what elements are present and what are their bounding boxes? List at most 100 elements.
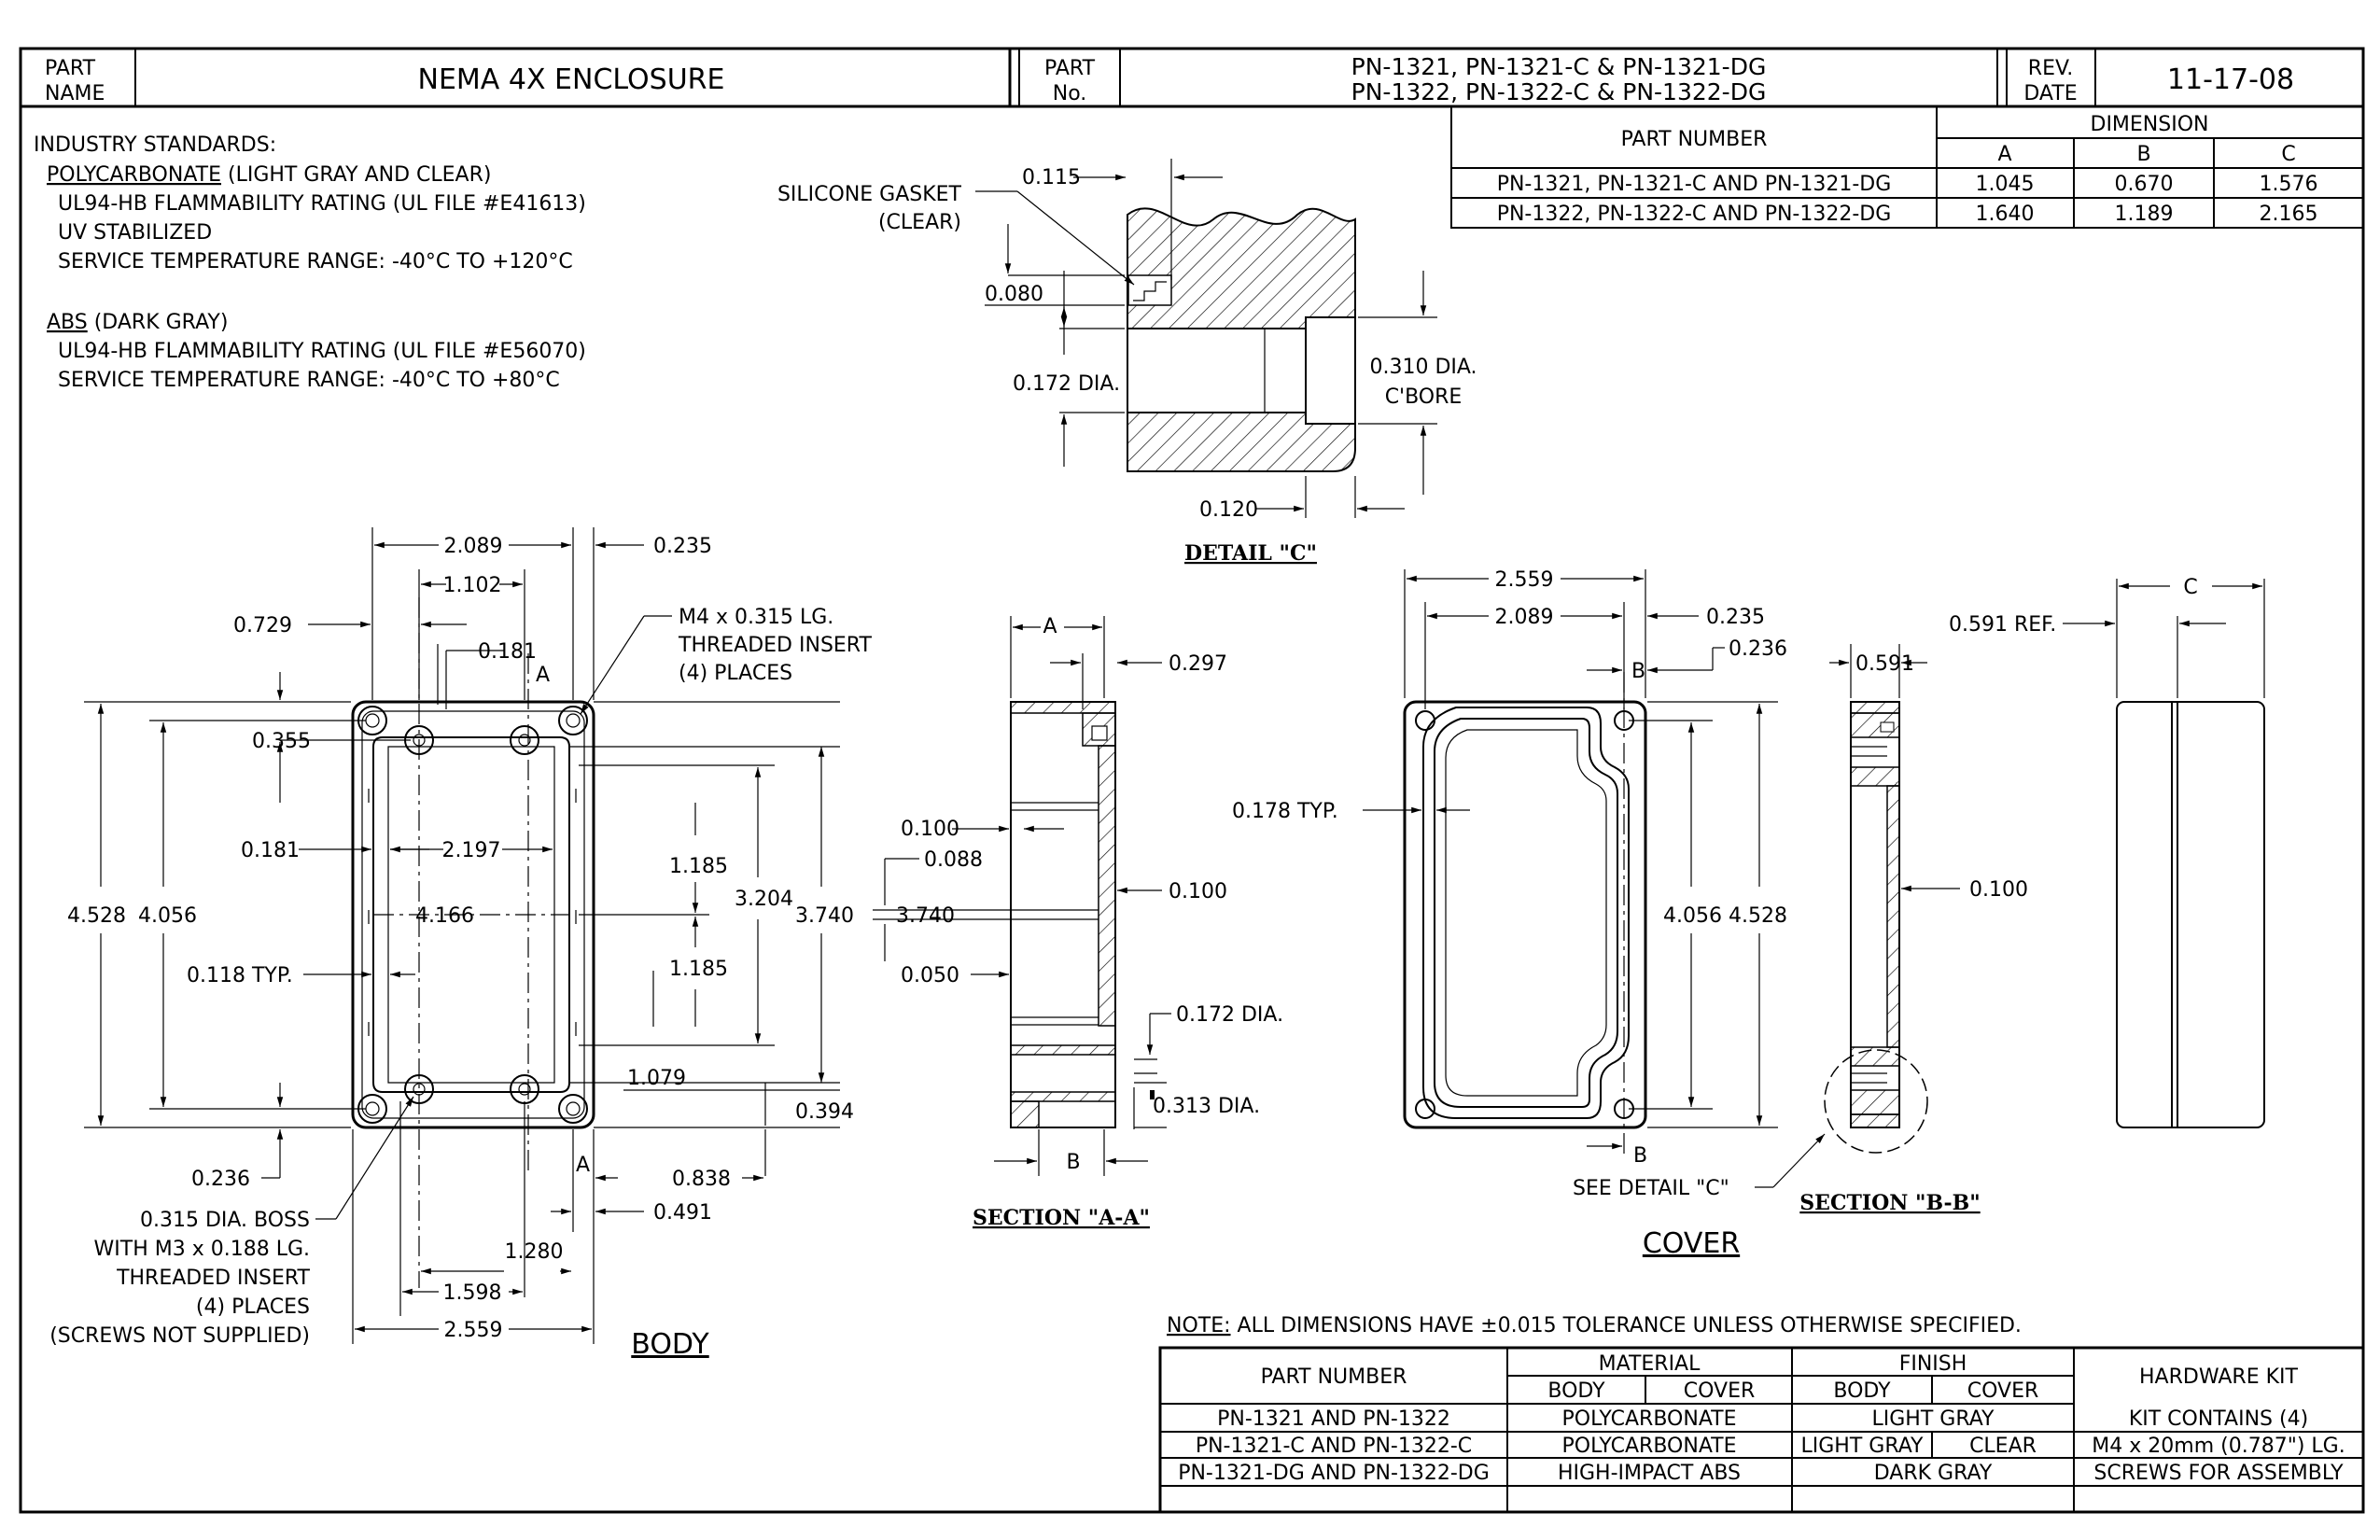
detail-c-bore [1128,329,1306,413]
body-dim-1079: 1.079 [627,1067,686,1090]
mat-sub-body-1: BODY [1547,1379,1605,1403]
section-a-a: A 0.297 0.100 0.088 3.740 0.050 0.100 0.… [873,615,1283,1230]
mat-sub-cover-2: COVER [1967,1379,2039,1403]
body-dim-4166: 4.166 [415,904,474,928]
cover-gasket-inner [1434,718,1618,1108]
tolerance-note: NOTE: ALL DIMENSIONS HAVE ±0.015 TOLERAN… [1167,1314,2022,1337]
body-dim-0491: 0.491 [653,1201,712,1225]
mat-row-3-hardware: SCREWS FOR ASSEMBLY [2093,1462,2344,1485]
section-bb-dim-0591: 0.591 [1855,652,1914,676]
mat-table-hardware-header: HARDWARE KIT [2139,1365,2299,1389]
mat-row-2-hardware: M4 x 20mm (0.787") LG. [2092,1435,2345,1458]
cover-dim-4056: 4.056 [1663,904,1722,928]
side-view-dim-0591-ref: 0.591 REF. [1949,613,2056,637]
standards-heading: INDUSTRY STANDARDS: [34,133,276,157]
dim-row-1-part: PN-1321, PN-1321-C AND PN-1321-DG [1497,173,1892,196]
section-aa-dim-0100-top: 0.100 [901,818,959,841]
dimension-table: PART NUMBER DIMENSION A B C PN-1321, PN-… [1450,105,2364,229]
abs-name: ABS [47,311,88,334]
detail-c-dim-0310: 0.310 DIA. [1369,356,1477,379]
body-boss-tr [510,725,539,755]
body-dim-1598: 1.598 [443,1281,502,1305]
section-aa-dim-0740-ref: 3.740 [896,904,955,928]
section-aa-dim-b: B [1066,1151,1080,1174]
part-name-label-1: PART [45,57,96,80]
dim-row-1-b: 0.670 [2115,173,2174,196]
detail-c-counterbore [1305,316,1356,425]
mat-table-part-header: PART NUMBER [1261,1365,1407,1389]
body-dim-0236: 0.236 [191,1168,250,1191]
note-label: NOTE: [1167,1314,1231,1337]
dim-col-a: A [1997,143,2011,166]
cover-hole-tl [1415,710,1435,731]
mat-sub-body-2: BODY [1833,1379,1891,1403]
body-dim-0355: 0.355 [252,730,311,753]
body-section-a-top: A [536,664,550,687]
body-dim-0181-left: 0.181 [241,839,300,862]
cover-title: COVER [1643,1227,1740,1260]
pc-line-1: UL94-HB FLAMMABILITY RATING (UL FILE #E4… [58,192,586,216]
pc-line-3: SERVICE TEMPERATURE RANGE: -40°C TO +120… [58,250,573,273]
part-no-label-2: No. [1053,82,1087,105]
section-aa-title: SECTION "A-A" [973,1206,1150,1230]
body-dim-3204: 3.204 [735,888,793,911]
gasket-label-1: SILICONE GASKET [777,183,962,206]
body-dim-0118: 0.118 TYP. [187,964,293,987]
side-view-outline [2116,701,2265,1128]
part-name: NEMA 4X ENCLOSURE [418,63,725,96]
body-boss-note-4: (4) PLACES [196,1295,310,1319]
abs-line: ABS (DARK GRAY) [47,311,228,334]
industry-standards: INDUSTRY STANDARDS: POLYCARBONATE (LIGHT… [34,133,586,392]
body-insert-note-1: M4 x 0.315 LG. [679,606,833,629]
mat-row-3-finish: DARK GRAY [1874,1462,1993,1485]
body-boss-note-5: (SCREWS NOT SUPPLIED) [49,1324,310,1348]
cover-see-detail: SEE DETAIL "C" [1573,1177,1729,1200]
body-insert-note-2: THREADED INSERT [678,634,872,657]
body-dim-2559: 2.559 [444,1319,503,1342]
gasket-label-2: (CLEAR) [878,211,961,234]
body-dim-0235: 0.235 [653,535,712,558]
mat-row-1-finish: LIGHT GRAY [1872,1407,1995,1431]
mat-table-finish-header: FINISH [1899,1352,1967,1376]
cover-gasket-outer [1422,707,1630,1119]
section-aa-dim-0313: 0.313 DIA. [1153,1095,1260,1118]
rev-date: 11-17-08 [2167,63,2294,96]
section-aa-dim-0088: 0.088 [924,848,983,872]
pc-line-2: UV STABILIZED [58,221,212,245]
section-aa-dim-0172: 0.172 DIA. [1176,1003,1283,1027]
mat-table-material-header: MATERIAL [1599,1352,1701,1376]
body-boss-note-2: WITH M3 x 0.188 LG. [94,1238,310,1261]
mat-sub-cover-1: COVER [1684,1379,1756,1403]
section-aa-dim-0100-right: 0.100 [1169,880,1227,903]
mat-row-2-finish-cover: CLEAR [1969,1435,2037,1458]
dim-row-2-part: PN-1322, PN-1322-C AND PN-1322-DG [1497,203,1892,226]
detail-c-dim-cbore: C'BORE [1385,385,1463,409]
cover-section-b-top: B [1631,660,1645,683]
section-aa-dim-0297: 0.297 [1169,652,1227,676]
dim-table-dimension-header: DIMENSION [2091,113,2209,136]
dim-row-2-c: 2.165 [2260,203,2318,226]
detail-c-dim-0080: 0.080 [985,283,1043,306]
part-no-line-2: PN-1322, PN-1322-C & PN-1322-DG [1351,78,1767,105]
cover-hole-bl [1415,1099,1435,1119]
dim-row-2-b: 1.189 [2115,203,2174,226]
cover-dim-0235: 0.235 [1706,606,1765,629]
detail-c-dim-0120: 0.120 [1199,498,1258,522]
cover-outline [1403,700,1647,1129]
dim-col-b: B [2136,143,2150,166]
section-bb-title: SECTION "B-B" [1799,1191,1980,1215]
mat-row-3-material: HIGH-IMPACT ABS [1558,1462,1741,1485]
body-dim-0729: 0.729 [233,614,292,637]
mat-row-1-material: POLYCARBONATE [1561,1407,1736,1431]
cover-section-b-bottom: B [1633,1144,1647,1168]
cover-dim-2089: 2.089 [1495,606,1554,629]
body-dim-4528: 4.528 [67,904,126,928]
body-corner-hole-br [558,1094,588,1124]
cover-view: 2.559 2.089 0.235 0.236 B 0.178 TYP. 4.0… [1232,568,1826,1260]
body-dim-2197: 2.197 [442,839,501,862]
body-dim-0838: 0.838 [672,1168,731,1191]
body-corner-hole-tr [558,706,588,735]
body-view: 2.089 0.235 1.102 0.729 0.181 A M4 x 0.3… [49,527,872,1361]
body-dim-1102: 1.102 [443,574,502,597]
detail-c-dim-0172: 0.172 DIA. [1013,372,1120,396]
